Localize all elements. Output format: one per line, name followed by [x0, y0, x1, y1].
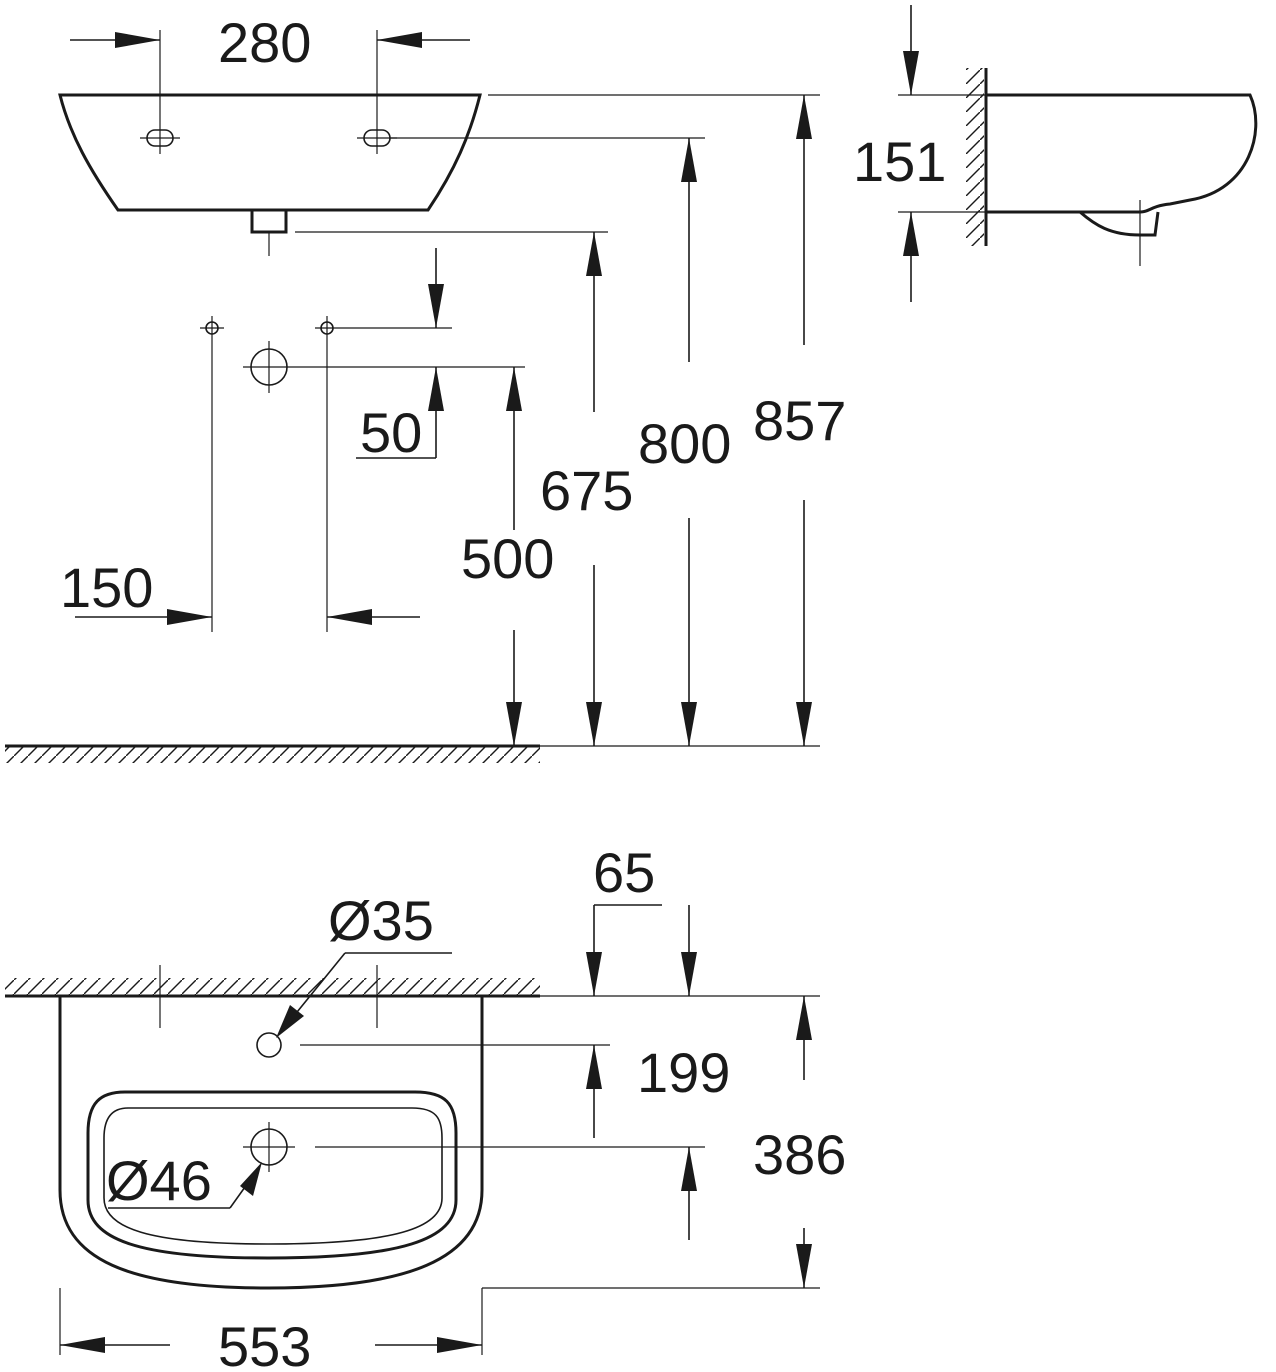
arrow [586, 702, 602, 746]
drain-hole [243, 1122, 295, 1172]
basin-bowl [86, 1090, 458, 1260]
arrow [115, 32, 160, 48]
dim-label-386: 386 [753, 1123, 846, 1186]
basin-plan-outline [58, 996, 484, 1290]
arrow [796, 996, 812, 1040]
dim-label-800: 800 [638, 412, 731, 475]
dim-label-150: 150 [60, 556, 153, 619]
dim-label-500: 500 [461, 527, 554, 590]
arrow [796, 95, 812, 139]
dim-label-675: 675 [540, 459, 633, 522]
dim-label-553: 553 [218, 1315, 311, 1372]
arrow [586, 232, 602, 276]
wall-fixing-right [315, 316, 452, 632]
dim-label-50: 50 [360, 401, 422, 464]
arrow [428, 367, 444, 411]
arrow [506, 702, 522, 746]
arrow [586, 1045, 602, 1089]
wall-plan-hatching [5, 978, 540, 996]
arrow [681, 1147, 697, 1191]
arrow [796, 1244, 812, 1288]
arrow [276, 1005, 304, 1038]
arrow [327, 609, 372, 625]
dim-label-151: 151 [853, 130, 946, 193]
dim-label-857: 857 [753, 389, 846, 452]
arrow [240, 1162, 262, 1196]
waste-connection [243, 341, 525, 393]
basin-side-profile [986, 93, 1258, 214]
arrow [681, 702, 697, 746]
dim-label-diameter-46: Ø46 [106, 1149, 212, 1212]
dim-label-diameter-35: Ø35 [328, 889, 434, 952]
arrow [586, 952, 602, 996]
basin-front-outline [58, 93, 482, 212]
basin-bowl-inner [103, 1107, 443, 1245]
floor-hatching [5, 747, 540, 763]
arrow [903, 51, 919, 95]
fixing-hole-left [140, 122, 180, 154]
side-view: 151 [853, 5, 1258, 302]
arrow [428, 284, 444, 328]
dim-label-199: 199 [637, 1041, 730, 1104]
plan-view: Ø35 Ø46 65 199 386 553 [5, 841, 846, 1372]
wall-fixing-left [200, 316, 224, 632]
dim-label-65: 65 [593, 841, 655, 904]
arrow [60, 1337, 105, 1353]
waste-side-profile [1079, 210, 1160, 237]
tap-hole [256, 1032, 282, 1058]
wall-hatching [966, 68, 984, 246]
arrow [167, 609, 212, 625]
arrow [681, 952, 697, 996]
waste-outlet [250, 208, 288, 234]
arrow [506, 367, 522, 411]
dim-label-280: 280 [218, 11, 311, 74]
arrow [681, 138, 697, 182]
front-elevation: 280 50 150 [5, 11, 846, 763]
arrow [903, 212, 919, 256]
arrow [796, 702, 812, 746]
arrow [437, 1337, 482, 1353]
arrow [377, 32, 422, 48]
